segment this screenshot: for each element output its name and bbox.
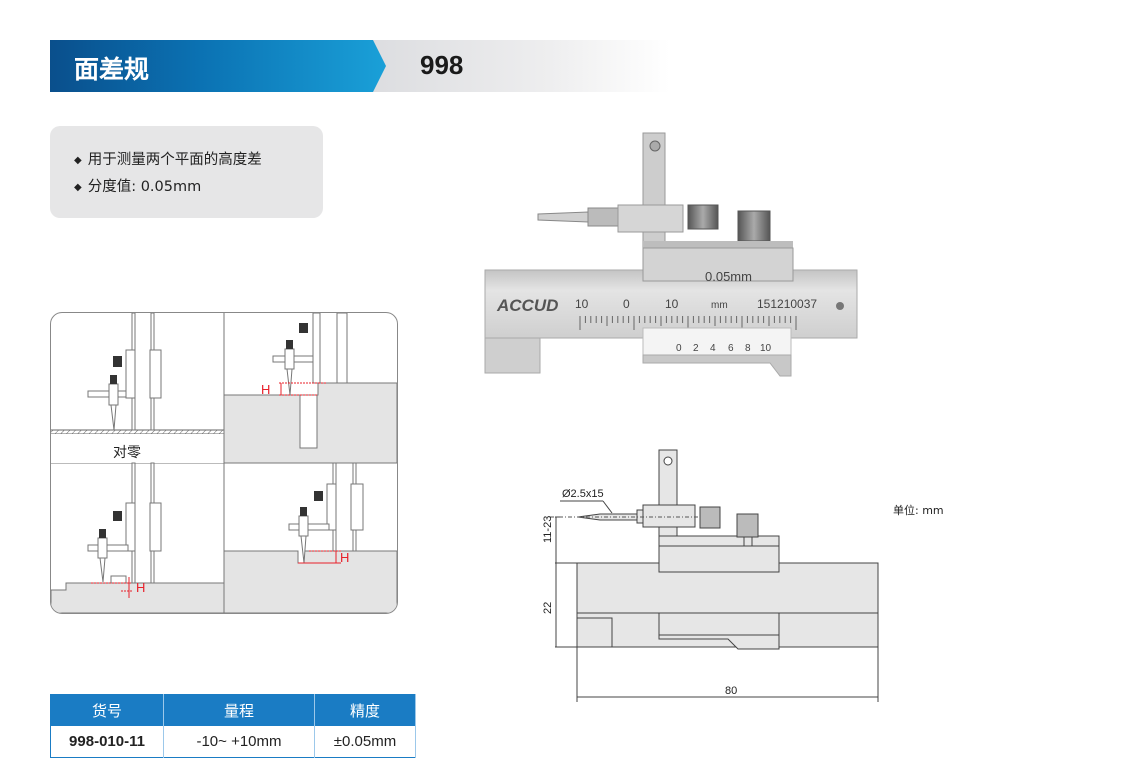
technical-drawing: Ø2.5x15 11-23 22 80 <box>520 440 890 715</box>
model-number: 998 <box>420 50 464 80</box>
zero-label: 对零 <box>113 444 141 460</box>
feature-text: 分度值: 0.05mm <box>87 179 202 195</box>
scale-label: mm <box>711 300 728 311</box>
probe-dimension-label: Ø2.5x15 <box>562 488 604 500</box>
column-header: 精度 <box>314 694 416 726</box>
vernier-label: 2 <box>693 343 699 354</box>
range-cell: -10~ +10mm <box>163 726 315 758</box>
diagram-step-down: H <box>223 313 397 464</box>
serial-number: 151210037 <box>757 297 817 311</box>
accuracy-cell: ±0.05mm <box>314 726 416 758</box>
feature-item: ◆ 分度值: 0.05mm <box>74 175 201 196</box>
vernier-label: 6 <box>728 343 734 354</box>
scale-label: 0 <box>623 297 630 311</box>
feature-item: ◆ 用于测量两个平面的高度差 <box>74 148 262 169</box>
vernier-label: 10 <box>760 343 772 354</box>
table-header-row: 货号 量程 精度 <box>50 694 416 726</box>
header-gradient <box>370 40 670 92</box>
vernier-label: 8 <box>745 343 751 354</box>
resolution-label: 0.05mm <box>705 269 752 284</box>
item-number-cell: 998-010-11 <box>50 726 164 758</box>
unit-label: 单位: mm <box>893 504 944 517</box>
vernier-label: 0 <box>676 343 682 354</box>
scale-label: 10 <box>665 297 679 311</box>
usage-diagrams: 对零 H H <box>50 312 398 614</box>
main-scale-ticks <box>579 316 797 330</box>
product-title: 面差规 <box>74 55 150 84</box>
feature-box: ◆ 用于测量两个平面的高度差 ◆ 分度值: 0.05mm <box>50 126 323 218</box>
table-row: 998-010-11 -10~ +10mm ±0.05mm <box>50 726 416 758</box>
height-label: H <box>261 382 270 397</box>
diagram-zero-setting: 对零 <box>51 313 224 463</box>
header-banner <box>50 40 386 92</box>
height-range-dimension: 11-23 <box>542 516 554 543</box>
column-header: 货号 <box>50 694 164 726</box>
product-photo: 0.05mm ACCUD 10 0 10 mm 151210037 0 2 4 … <box>480 128 865 383</box>
brand-logo: ACCUD <box>496 296 558 315</box>
body-height-dimension: 22 <box>542 602 554 614</box>
scale-label: 10 <box>575 297 589 311</box>
diagram-step-up: H <box>51 462 225 613</box>
feature-text: 用于测量两个平面的高度差 <box>87 152 262 168</box>
vernier-label: 4 <box>710 343 716 354</box>
column-header: 量程 <box>163 694 315 726</box>
diagram-groove: H <box>223 462 397 613</box>
length-dimension: 80 <box>725 685 737 697</box>
diamond-bullet-icon: ◆ <box>74 155 82 166</box>
height-label: H <box>136 580 145 595</box>
spec-table: 货号 量程 精度 998-010-11 -10~ +10mm ±0.05mm <box>50 694 416 758</box>
diamond-bullet-icon: ◆ <box>74 182 82 193</box>
height-label: H <box>340 550 349 565</box>
